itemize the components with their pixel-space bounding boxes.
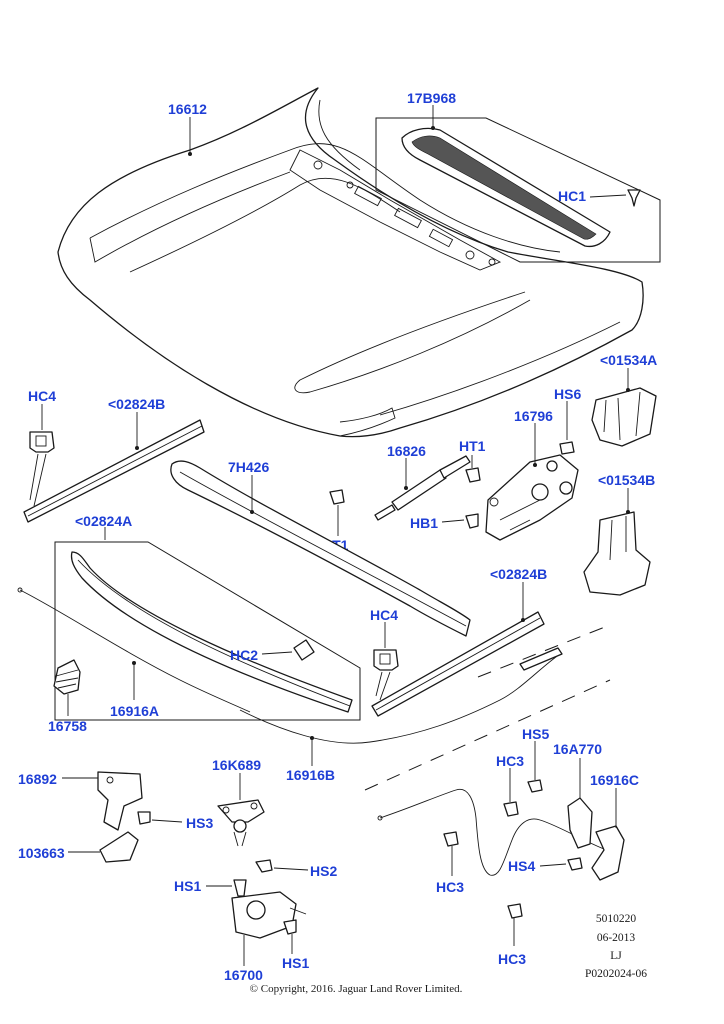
callout-02824A: <02824A [75,513,132,529]
callout-16758: 16758 [48,718,87,734]
cable-bracket-16916c [591,825,625,881]
bump-stop-16758 [53,659,81,695]
callout-16916C: 16916C [590,772,639,788]
callout-16916B: 16916B [286,767,335,783]
hc4-clip-left [29,431,55,453]
hb1-bolt [465,513,479,529]
release-cable-16916b [239,647,563,744]
callout-16826: 16826 [387,443,426,459]
insulator-01534a [591,387,657,447]
callout-HC2: HC2 [230,647,258,663]
callout-02824B-top: <02824B [108,396,165,412]
copyright-notice: © Copyright, 2016. Jaguar Land Rover Lim… [250,983,463,995]
callout-17B968: 17B968 [407,90,456,106]
hc2-clip [293,639,315,661]
divider-line-lower [364,679,611,791]
hs6-bolt [559,441,575,455]
callout-HS6: HS6 [554,386,581,402]
hs4-screw [567,857,583,871]
hood-hinge-16796 [485,454,579,541]
callout-HS1-upper: HS1 [174,878,201,894]
seal-02824b-right [371,611,545,717]
callout-103663: 103663 [18,845,65,861]
seal-02824b-left [23,419,205,523]
drawing-reference: P0202024-06 [585,968,647,980]
callout-16612: 16612 [168,101,207,117]
gas-strut-16826 [374,455,471,521]
hs1-screw-lower [283,919,297,935]
grille-group-frame [375,117,661,263]
striker-16k689 [217,799,265,847]
release-cable-16916a [17,587,251,713]
hc3-clip-bottom [507,903,523,919]
callout-02824B-right: <02824B [490,566,547,582]
callout-01534A: <01534A [600,352,657,368]
seal-7h426 [170,460,471,637]
callout-HS4: HS4 [508,858,535,874]
callout-HC1: HC1 [558,188,586,204]
hc1-clip [627,189,641,207]
callout-HS3: HS3 [186,815,213,831]
callout-01534B: <01534B [598,472,655,488]
seal-02824a-frame [54,541,361,721]
callout-HC3-left: HC3 [436,879,464,895]
ht1-ball-stud-lower [329,489,345,505]
hs1-screw-upper [233,879,247,897]
callout-HC3-bottom: HC3 [498,951,526,967]
divider-line-upper [477,624,611,678]
hs2-screw [255,859,273,873]
callout-16892: 16892 [18,771,57,787]
callout-16A770: 16A770 [553,741,602,757]
cowl-grille-panel [401,127,611,248]
insulator-01534b [583,511,651,596]
hc4-clip-right [373,649,399,671]
drawing-code: 5010220 [596,913,637,925]
callout-16796: 16796 [514,408,553,424]
callout-HC4-right: HC4 [370,607,398,623]
drawing-initials: LJ [610,950,622,962]
release-handle-16a770 [567,797,593,849]
hs3-screw [137,811,151,825]
callout-HS5: HS5 [522,726,549,742]
drawing-date: 06-2013 [597,932,636,944]
callout-HC4-left: HC4 [28,388,56,404]
callout-16K689: 16K689 [212,757,261,773]
hood-panel [57,87,644,438]
callout-HS1-lower: HS1 [282,955,309,971]
seal-02824a [70,551,353,713]
hc3-clip-left [443,831,459,847]
hc3-clip-top [503,801,519,817]
callout-HT1-upper: HT1 [459,438,486,454]
callout-16700: 16700 [224,967,263,983]
bracket-16892 [97,771,143,831]
callout-HC3-top: HC3 [496,753,524,769]
callout-7H426: 7H426 [228,459,269,475]
ht1-ball-stud-upper [465,467,481,483]
bracket-103663 [99,831,139,863]
callout-16916A: 16916A [110,703,159,719]
hs5-screw [527,779,543,793]
callout-HB1: HB1 [410,515,438,531]
callout-HS2: HS2 [310,863,337,879]
release-cable-16916c [377,788,613,876]
